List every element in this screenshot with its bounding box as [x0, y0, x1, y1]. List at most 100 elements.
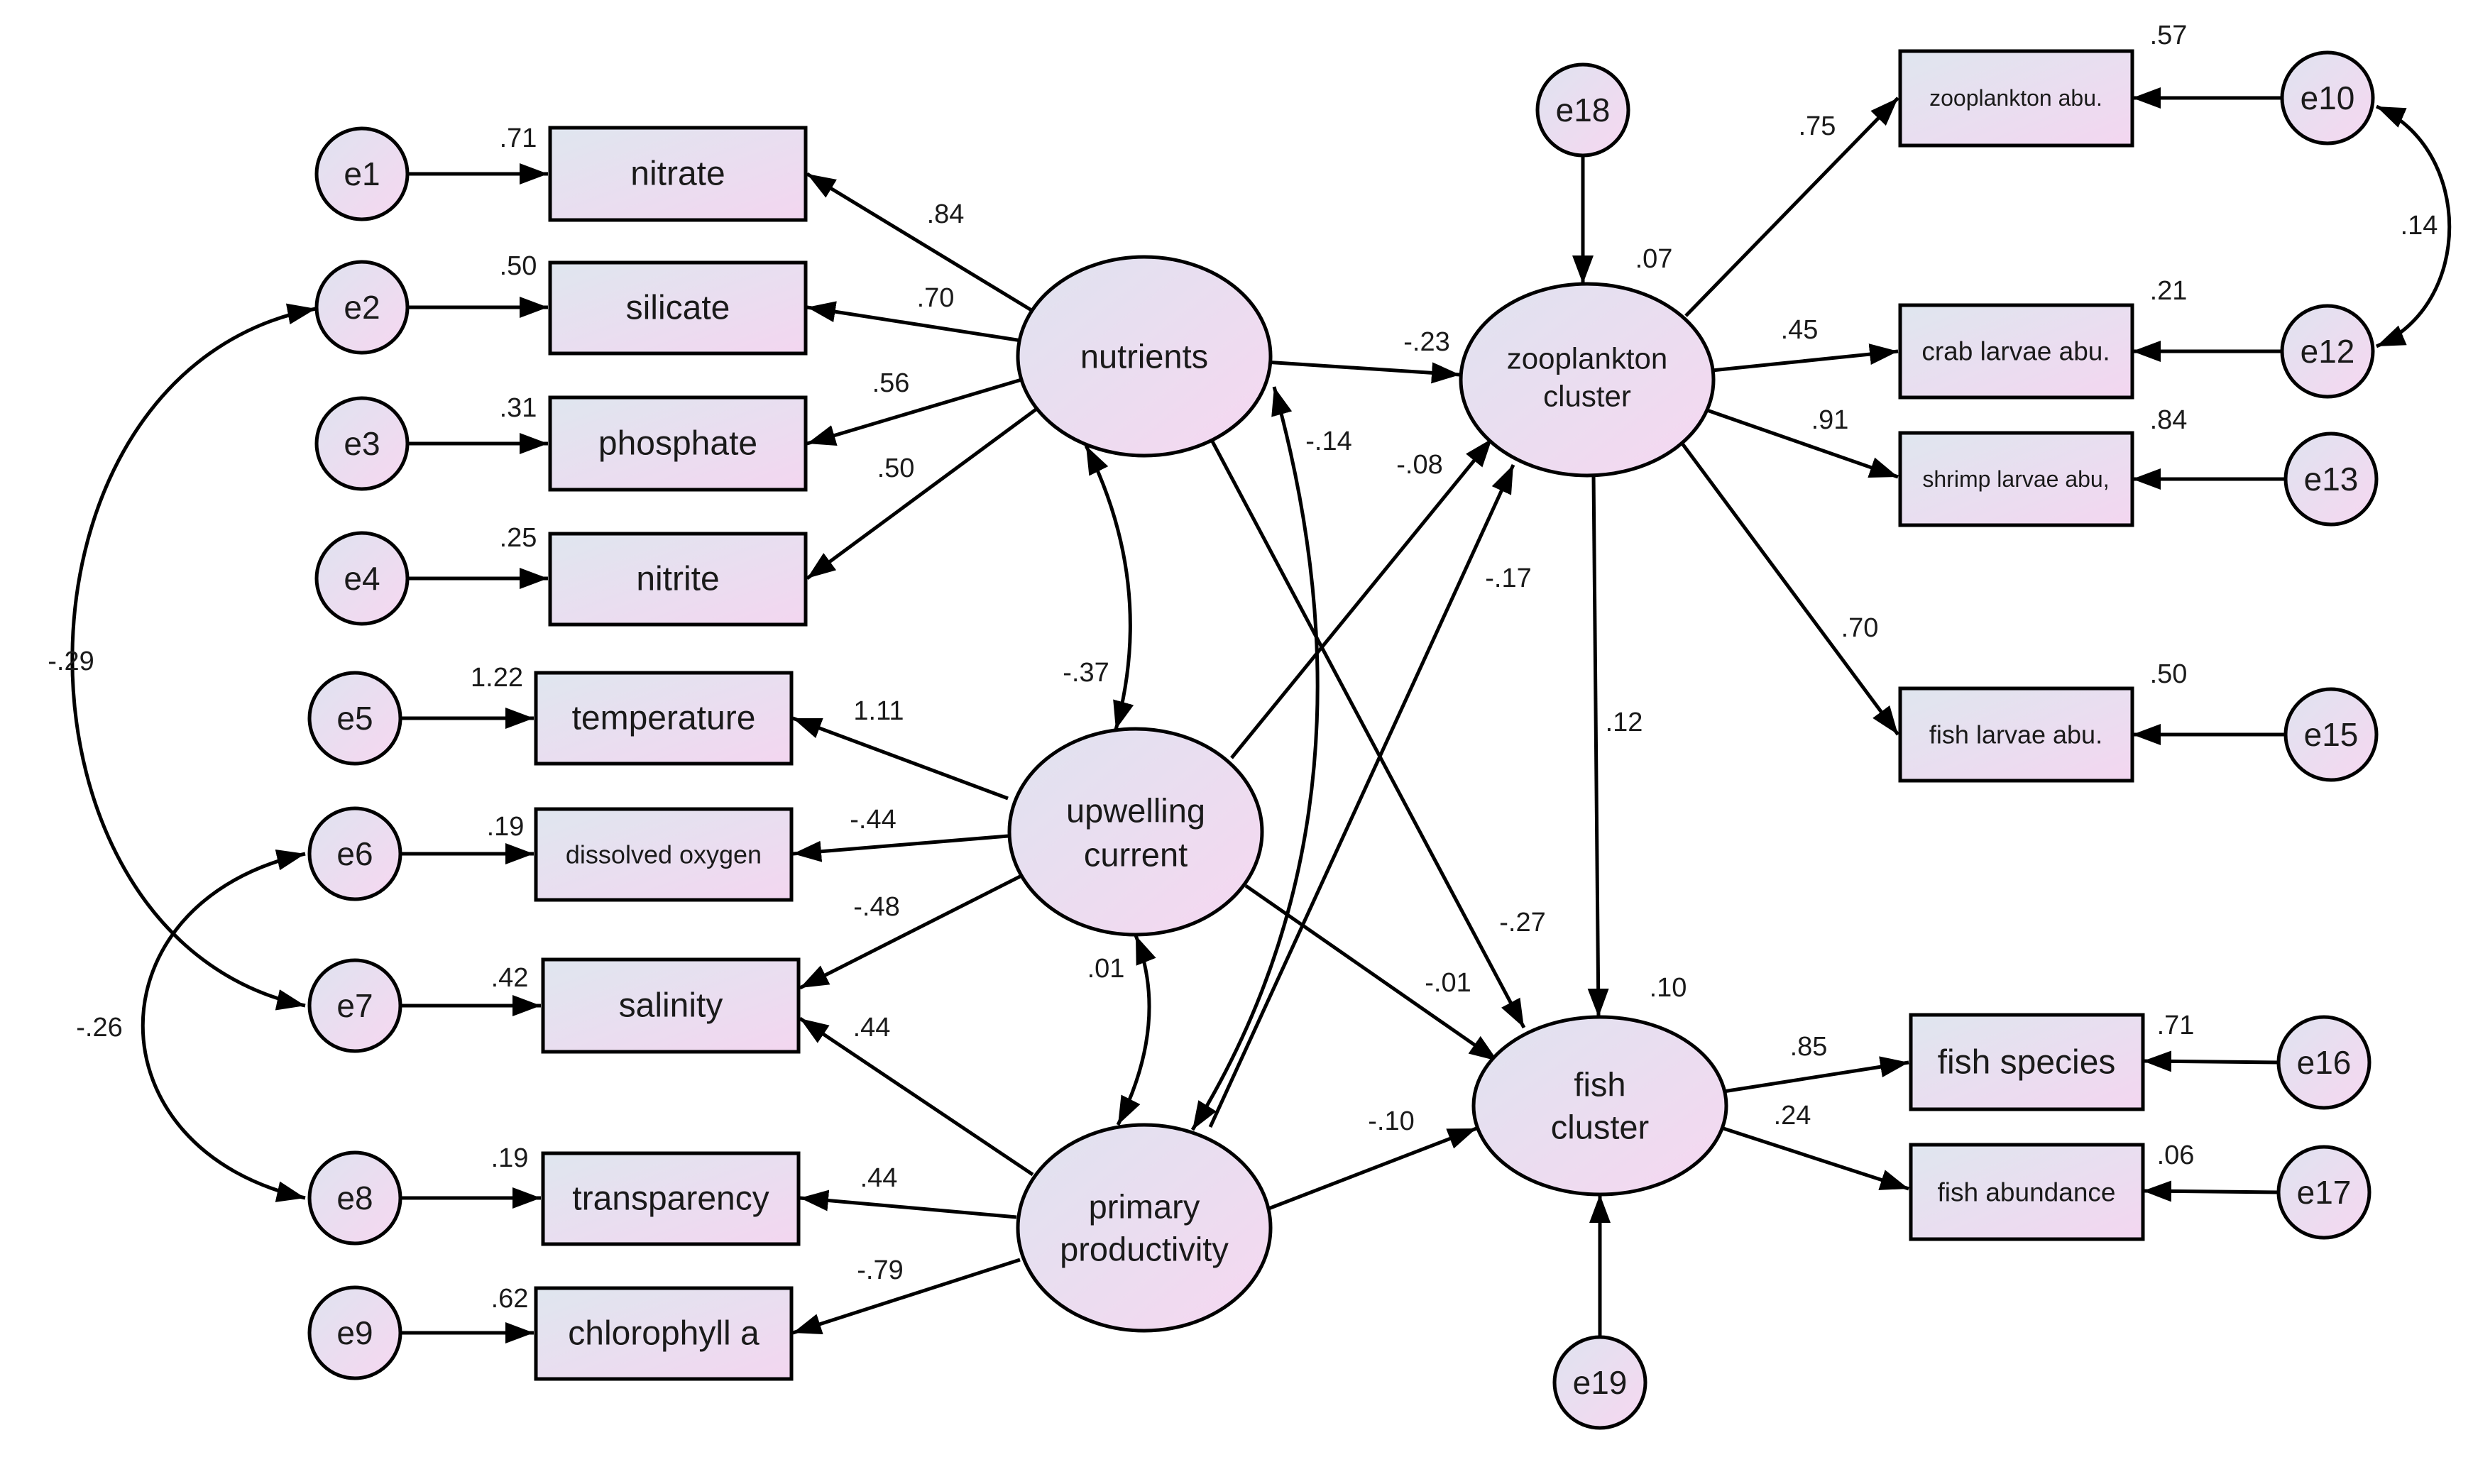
connectors [70, 87, 2452, 1343]
nitrite-box [548, 532, 808, 627]
upwelling-to-dissolved-oxygen-arrow [792, 834, 1009, 862]
zc-to-shrimp-larvae-arrow [1706, 408, 1899, 479]
nutrients-upwelling-covariance [1084, 444, 1134, 730]
upwelling-to-salinity-arrow [799, 874, 1021, 990]
path-pp-zc: -.17 [1485, 564, 1531, 593]
fish-larvae-box [1898, 686, 2134, 783]
transparency-label: transparency [572, 1180, 769, 1218]
zooplankton-abu-label: zooplankton abu. [1929, 85, 2102, 111]
zooplankton-cluster-label-line2: cluster [1543, 380, 1631, 413]
r2-crab-larvae: .21 [2150, 276, 2188, 306]
upwelling-label-line1: upwelling [1066, 792, 1205, 830]
cov-nut-pp: -.14 [1305, 427, 1351, 456]
phosphate-label: phosphate [598, 425, 757, 463]
nutrients-to-nitrate-arrow [806, 172, 1033, 312]
path-pp-fc: -.10 [1368, 1106, 1414, 1136]
loading-zc-crab-larvae: .45 [1781, 315, 1819, 345]
covariance-labels: -.37 .01 -.14 -.29 -.26 .14 [48, 211, 2438, 1043]
zooplankton-cluster-ellipse [1459, 282, 1716, 478]
error-e13-label: e13 [2304, 461, 2359, 498]
loading-nut-nitrite: .50 [877, 454, 915, 483]
silicate-box [548, 260, 808, 356]
r2-labels: .71 .50 .31 .25 1.22 .19 .42 .19 .62 .57… [471, 21, 2194, 1314]
r2-nitrite: .25 [500, 523, 537, 553]
r2-fish-species: .71 [2157, 1011, 2195, 1040]
error-e12-label: e12 [2301, 333, 2355, 370]
zc-to-crab-larvae-arrow [1711, 343, 1899, 373]
r2-silicate: .50 [500, 251, 537, 281]
error-e8-label: e8 [336, 1180, 373, 1216]
r2-transparency: .19 [491, 1143, 529, 1173]
path-nut-zc: -.23 [1403, 327, 1449, 357]
cov-up-pp: .01 [1087, 954, 1125, 984]
nutrients-to-zc-arrow [1264, 360, 1461, 384]
error-labels: e1 e2 e3 e4 e5 e6 e7 e8 e9 e10 e12 e13 e… [336, 79, 2358, 1401]
r2-phosphate: .31 [500, 393, 537, 423]
loading-zc-zooplankton-abu: .75 [1799, 111, 1836, 141]
salinity-label: salinity [619, 987, 723, 1025]
chlorophyll-label: chlorophyll a [568, 1315, 760, 1353]
e17-to-fish-abundance-arrow [2142, 1180, 2279, 1202]
loading-nut-phosphate: .56 [872, 368, 910, 398]
loading-nut-nitrate: .84 [927, 199, 965, 229]
r2-nitrate: .71 [500, 123, 537, 153]
error-e19 [1552, 1335, 1647, 1430]
dissolved-oxygen-label: dissolved oxygen [566, 840, 762, 869]
loading-pp-salinity: .44 [853, 1013, 891, 1043]
silicate-label: silicate [626, 290, 730, 327]
loading-zc-shrimp-larvae: .91 [1811, 405, 1849, 435]
primary-to-chlorophyll-arrow [792, 1258, 1021, 1335]
loading-up-dissolved-oxygen: -.44 [850, 805, 896, 835]
error-e19-label: e19 [1573, 1364, 1628, 1401]
crab-larvae-label: crab larvae abu. [1921, 337, 2110, 366]
salinity-box [541, 957, 801, 1054]
error-e12 [2280, 304, 2375, 399]
nitrite-label: nitrite [636, 561, 719, 598]
error-e3-label: e3 [344, 425, 380, 462]
indicator-labels: nitrate silicate phosphate nitrite tempe… [566, 85, 2116, 1353]
error-e5 [307, 671, 402, 766]
nutrients-label: nutrients [1080, 338, 1208, 375]
r2-temperature: 1.22 [471, 663, 523, 693]
shrimp-larvae-label: shrimp larvae abu, [1922, 466, 2109, 492]
error-e4 [314, 531, 410, 626]
error-e7 [307, 958, 402, 1053]
error-e7-label: e7 [336, 987, 373, 1024]
upwelling-primary-covariance [1116, 935, 1156, 1126]
fish-cluster-ellipse [1471, 1015, 1728, 1197]
fc-to-fish-species-arrow [1723, 1056, 1909, 1094]
fish-abundance-label: fish abundance [1938, 1178, 2116, 1207]
error-e10 [2280, 50, 2375, 145]
chlorophyll-box [534, 1286, 794, 1381]
fish-abundance-box [1909, 1143, 2145, 1241]
r2-shrimp-larvae: .84 [2150, 405, 2188, 435]
primary-productivity-ellipse [1016, 1123, 1273, 1333]
e16-to-fish-species-arrow [2142, 1050, 2279, 1072]
loading-up-temperature: 1.11 [853, 696, 904, 726]
loading-zc-fish-larvae: .70 [1841, 613, 1879, 643]
error-terms [307, 50, 2379, 1430]
cov-e2-e7: -.29 [48, 647, 94, 676]
error-e18 [1535, 62, 1630, 158]
error-e2 [314, 260, 410, 355]
nutrients-to-phosphate-arrow [806, 378, 1022, 446]
path-labels: -.23 -.27 -.08 -.17 -.01 -.10 .12 [1368, 327, 1643, 1136]
error-e10-label: e10 [2301, 79, 2355, 116]
loading-nut-silicate: .70 [917, 283, 955, 313]
error-e5-label: e5 [336, 700, 373, 737]
loading-fc-fish-abundance: .24 [1774, 1101, 1811, 1131]
primary-to-fc-arrow [1264, 1126, 1477, 1212]
loading-labels: .84 .70 .56 .50 1.11 -.44 -.48 .44 .44 -… [850, 111, 1878, 1285]
fc-to-fish-abundance-arrow [1723, 1126, 1909, 1191]
error-e4-label: e4 [344, 560, 380, 597]
r2-zooplankton-abu: .57 [2150, 21, 2188, 50]
temperature-label: temperature [572, 700, 756, 737]
nutrients-to-silicate-arrow [806, 301, 1022, 343]
fish-cluster-label-line2: cluster [1551, 1109, 1649, 1146]
error-e15-label: e15 [2304, 716, 2359, 753]
error-e16-label: e16 [2297, 1044, 2352, 1081]
error-e17 [2276, 1145, 2371, 1240]
cov-nut-up: -.37 [1063, 658, 1109, 688]
cov-e6-e8: -.26 [76, 1013, 122, 1043]
e10-e12-covariance [2375, 104, 2452, 348]
